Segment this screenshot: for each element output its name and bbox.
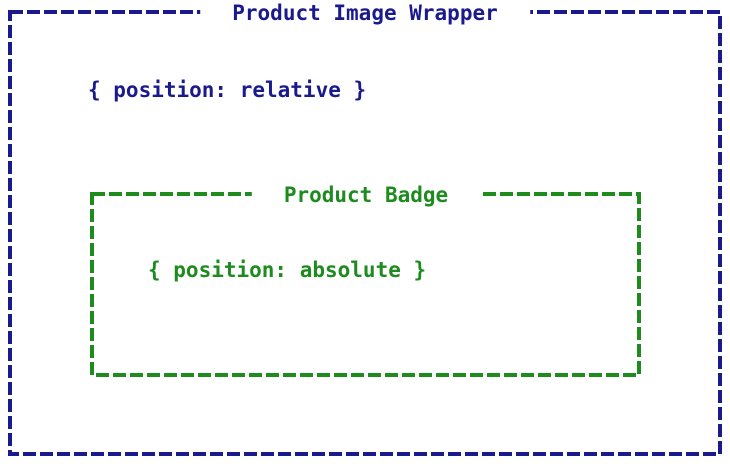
inner-box-css-rule: { position: absolute } [148, 258, 427, 282]
outer-box-css-rule: { position: relative } [88, 78, 367, 102]
outer-box-title: Product Image Wrapper [200, 0, 530, 26]
outer-box-border [8, 10, 722, 456]
inner-box-border [90, 192, 641, 377]
inner-box-title: Product Badge [251, 182, 481, 208]
